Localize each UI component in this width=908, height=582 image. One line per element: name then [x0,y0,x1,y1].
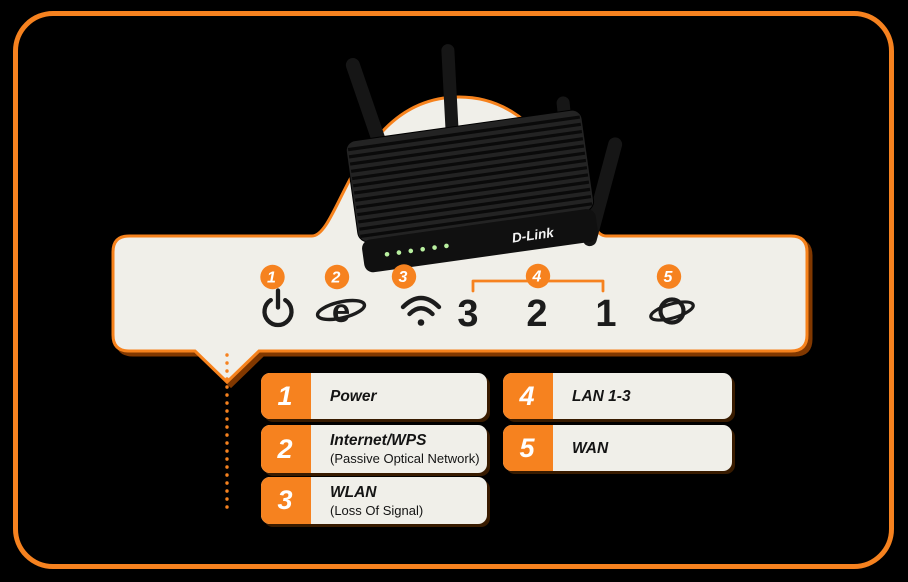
legend-number-tab: 3 [261,477,311,524]
legend-label: Internet/WPS [330,432,427,449]
legend-label: WAN [572,439,609,457]
svg-text:3: 3 [399,269,408,286]
legend-label: Power [330,387,377,405]
indicator-badges: 1 2 3 4 5 [260,263,682,290]
legend-row-wan: 5 WAN [503,425,732,471]
badge-3: 3 [391,264,417,289]
badge-2: 2 [324,264,350,290]
legend-number-tab: 2 [261,425,311,473]
badge-5: 5 [656,264,682,289]
svg-text:2: 2 [331,270,341,287]
legend-label: LAN 1-3 [572,387,631,405]
router-top-ribs [347,115,593,238]
legend-number-tab: 4 [503,373,553,419]
power-icon [262,288,294,328]
planet-icon [649,297,695,325]
svg-text:1: 1 [267,270,276,287]
svg-text:3: 3 [457,293,478,335]
svg-text:2: 2 [526,293,547,335]
router-antenna-mid [441,44,460,153]
badge-4: 4 [525,263,551,289]
wifi-icon [400,295,442,326]
svg-text:1: 1 [595,293,616,335]
legend-row-power: 1 Power [261,373,487,419]
legend-number-tab: 1 [261,373,311,419]
legend-row-internet-wps: 2 Internet/WPS (Passive Optical Network) [261,425,487,473]
router-body: D-Link [345,109,599,273]
legend-sublabel: (Passive Optical Network) [330,451,480,466]
router-status-leds [384,243,449,257]
legend-number-tab: 5 [503,425,553,471]
legend-label: WLAN [330,483,377,501]
internet-globe-icon: e [315,292,367,329]
router-brand-logo: D-Link [511,225,556,246]
router-illustration: D-Link [345,44,623,273]
router-front-face [362,209,599,273]
legend-sublabel: (Loss Of Signal) [330,502,424,518]
badge-1: 1 [260,264,285,290]
svg-text:e: e [332,292,350,329]
svg-text:5: 5 [664,269,674,286]
lan-port-numbers: 3 2 1 [457,293,616,335]
outer-frame [13,11,894,569]
legend-row-wlan: 3 WLAN (Loss Of Signal) [261,477,487,524]
svg-text:4: 4 [532,269,542,286]
legend-row-lan: 4 LAN 1-3 [503,373,732,419]
